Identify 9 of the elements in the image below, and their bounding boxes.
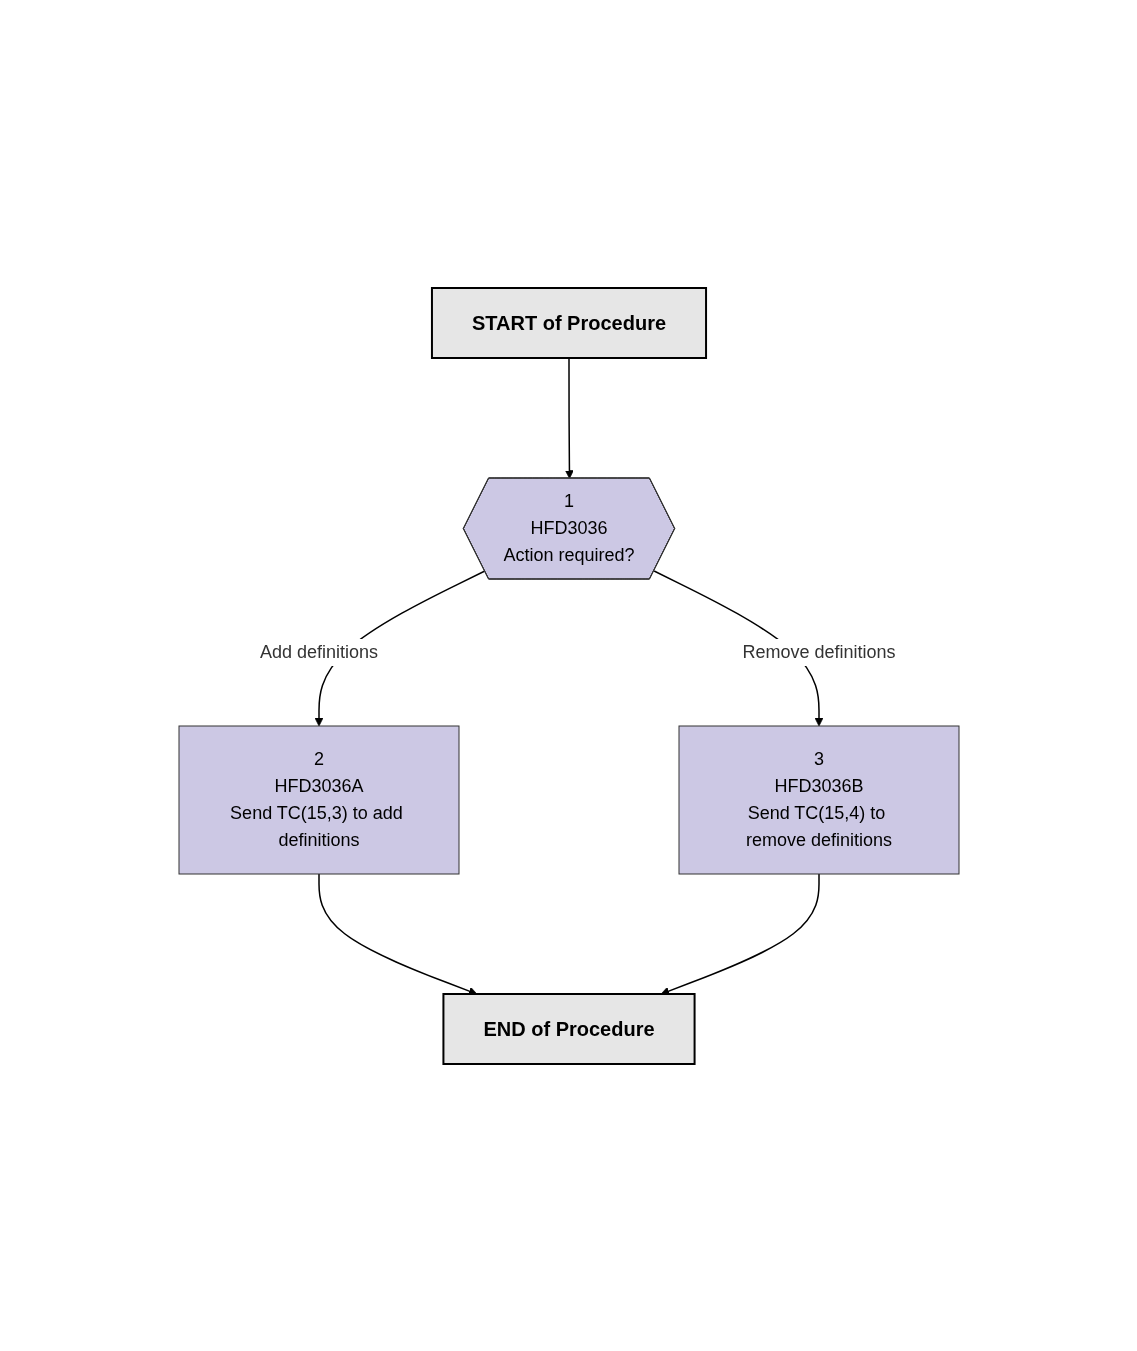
node-box: START of Procedure [430,286,707,359]
node-box: 3 HFD3036B Send TC(15,4) to remove definitions [678,725,959,874]
arrow [317,872,477,995]
node-box: END of Procedure [441,992,696,1065]
node-box: 2 HFD3036A Send TC(15,3) to add definitions [178,725,459,874]
arrow [564,356,574,479]
edge-label: Remove definitions [741,641,896,662]
arrow [660,872,820,995]
edge-label: Add definitions [259,641,378,662]
